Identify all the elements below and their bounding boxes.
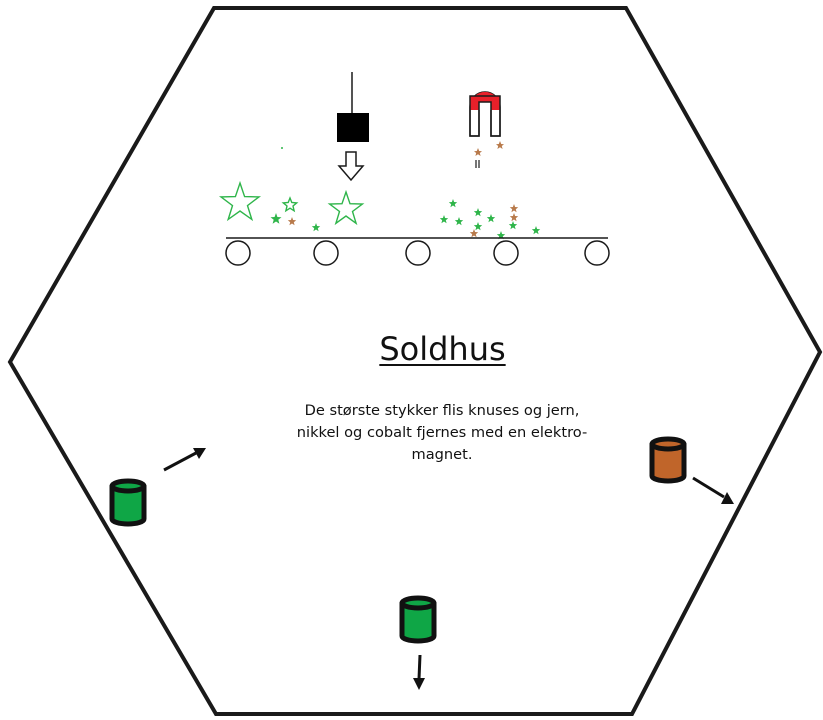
green-particle <box>473 208 483 217</box>
green-particle <box>531 226 541 235</box>
conveyor-roller <box>225 240 251 266</box>
conveyor-roller <box>405 240 431 266</box>
metal-particle <box>496 141 504 149</box>
station-description: De største stykker flis knuses og jern, … <box>252 400 632 466</box>
green-dot <box>281 147 283 149</box>
brown-particle <box>509 213 519 222</box>
large-chip-star <box>327 189 365 226</box>
brown-particle <box>469 229 479 238</box>
input-bin-left <box>109 478 147 527</box>
magnet-icon <box>469 91 501 137</box>
station-hexagon-outline <box>7 6 823 716</box>
description-line: magnet. <box>411 446 473 463</box>
crusher-hammer-icon <box>337 72 369 142</box>
small-chip-star <box>281 196 299 213</box>
magnet-pull-marks <box>475 160 480 168</box>
description-line: nikkel og cobalt fjernes med en elektro- <box>296 424 588 441</box>
green-particle <box>508 221 518 230</box>
green-chip-particles <box>270 147 541 240</box>
green-particle <box>454 217 464 226</box>
description-line: De største stykker flis knuses og jern, <box>304 402 580 419</box>
green-particle <box>439 215 449 224</box>
conveyor-roller <box>313 240 339 266</box>
green-particle <box>496 231 506 240</box>
magnetic-particles <box>474 141 504 156</box>
metal-chip-particles <box>287 204 519 238</box>
large-chip-stars <box>218 180 365 226</box>
input-arrow-left <box>163 448 206 472</box>
green-particle <box>486 214 496 223</box>
green-particle <box>270 213 282 224</box>
output-bin-chips <box>399 595 437 644</box>
crush-down-arrow-icon <box>337 151 365 182</box>
station-title: Soldhus <box>379 330 506 368</box>
conveyor-belt-icon <box>225 237 610 266</box>
green-particle <box>473 222 483 231</box>
green-particle <box>448 199 458 208</box>
brown-particle <box>287 217 297 226</box>
conveyor-rollers <box>225 240 610 266</box>
conveyor-roller <box>493 240 519 266</box>
output-arrow-right <box>692 476 734 504</box>
metal-particle <box>474 148 482 156</box>
brown-particle <box>509 204 519 213</box>
output-bin-metal <box>649 436 687 484</box>
output-arrow-down <box>413 654 425 690</box>
green-particle <box>311 223 321 232</box>
large-chip-star <box>218 180 262 222</box>
conveyor-roller <box>584 240 610 266</box>
